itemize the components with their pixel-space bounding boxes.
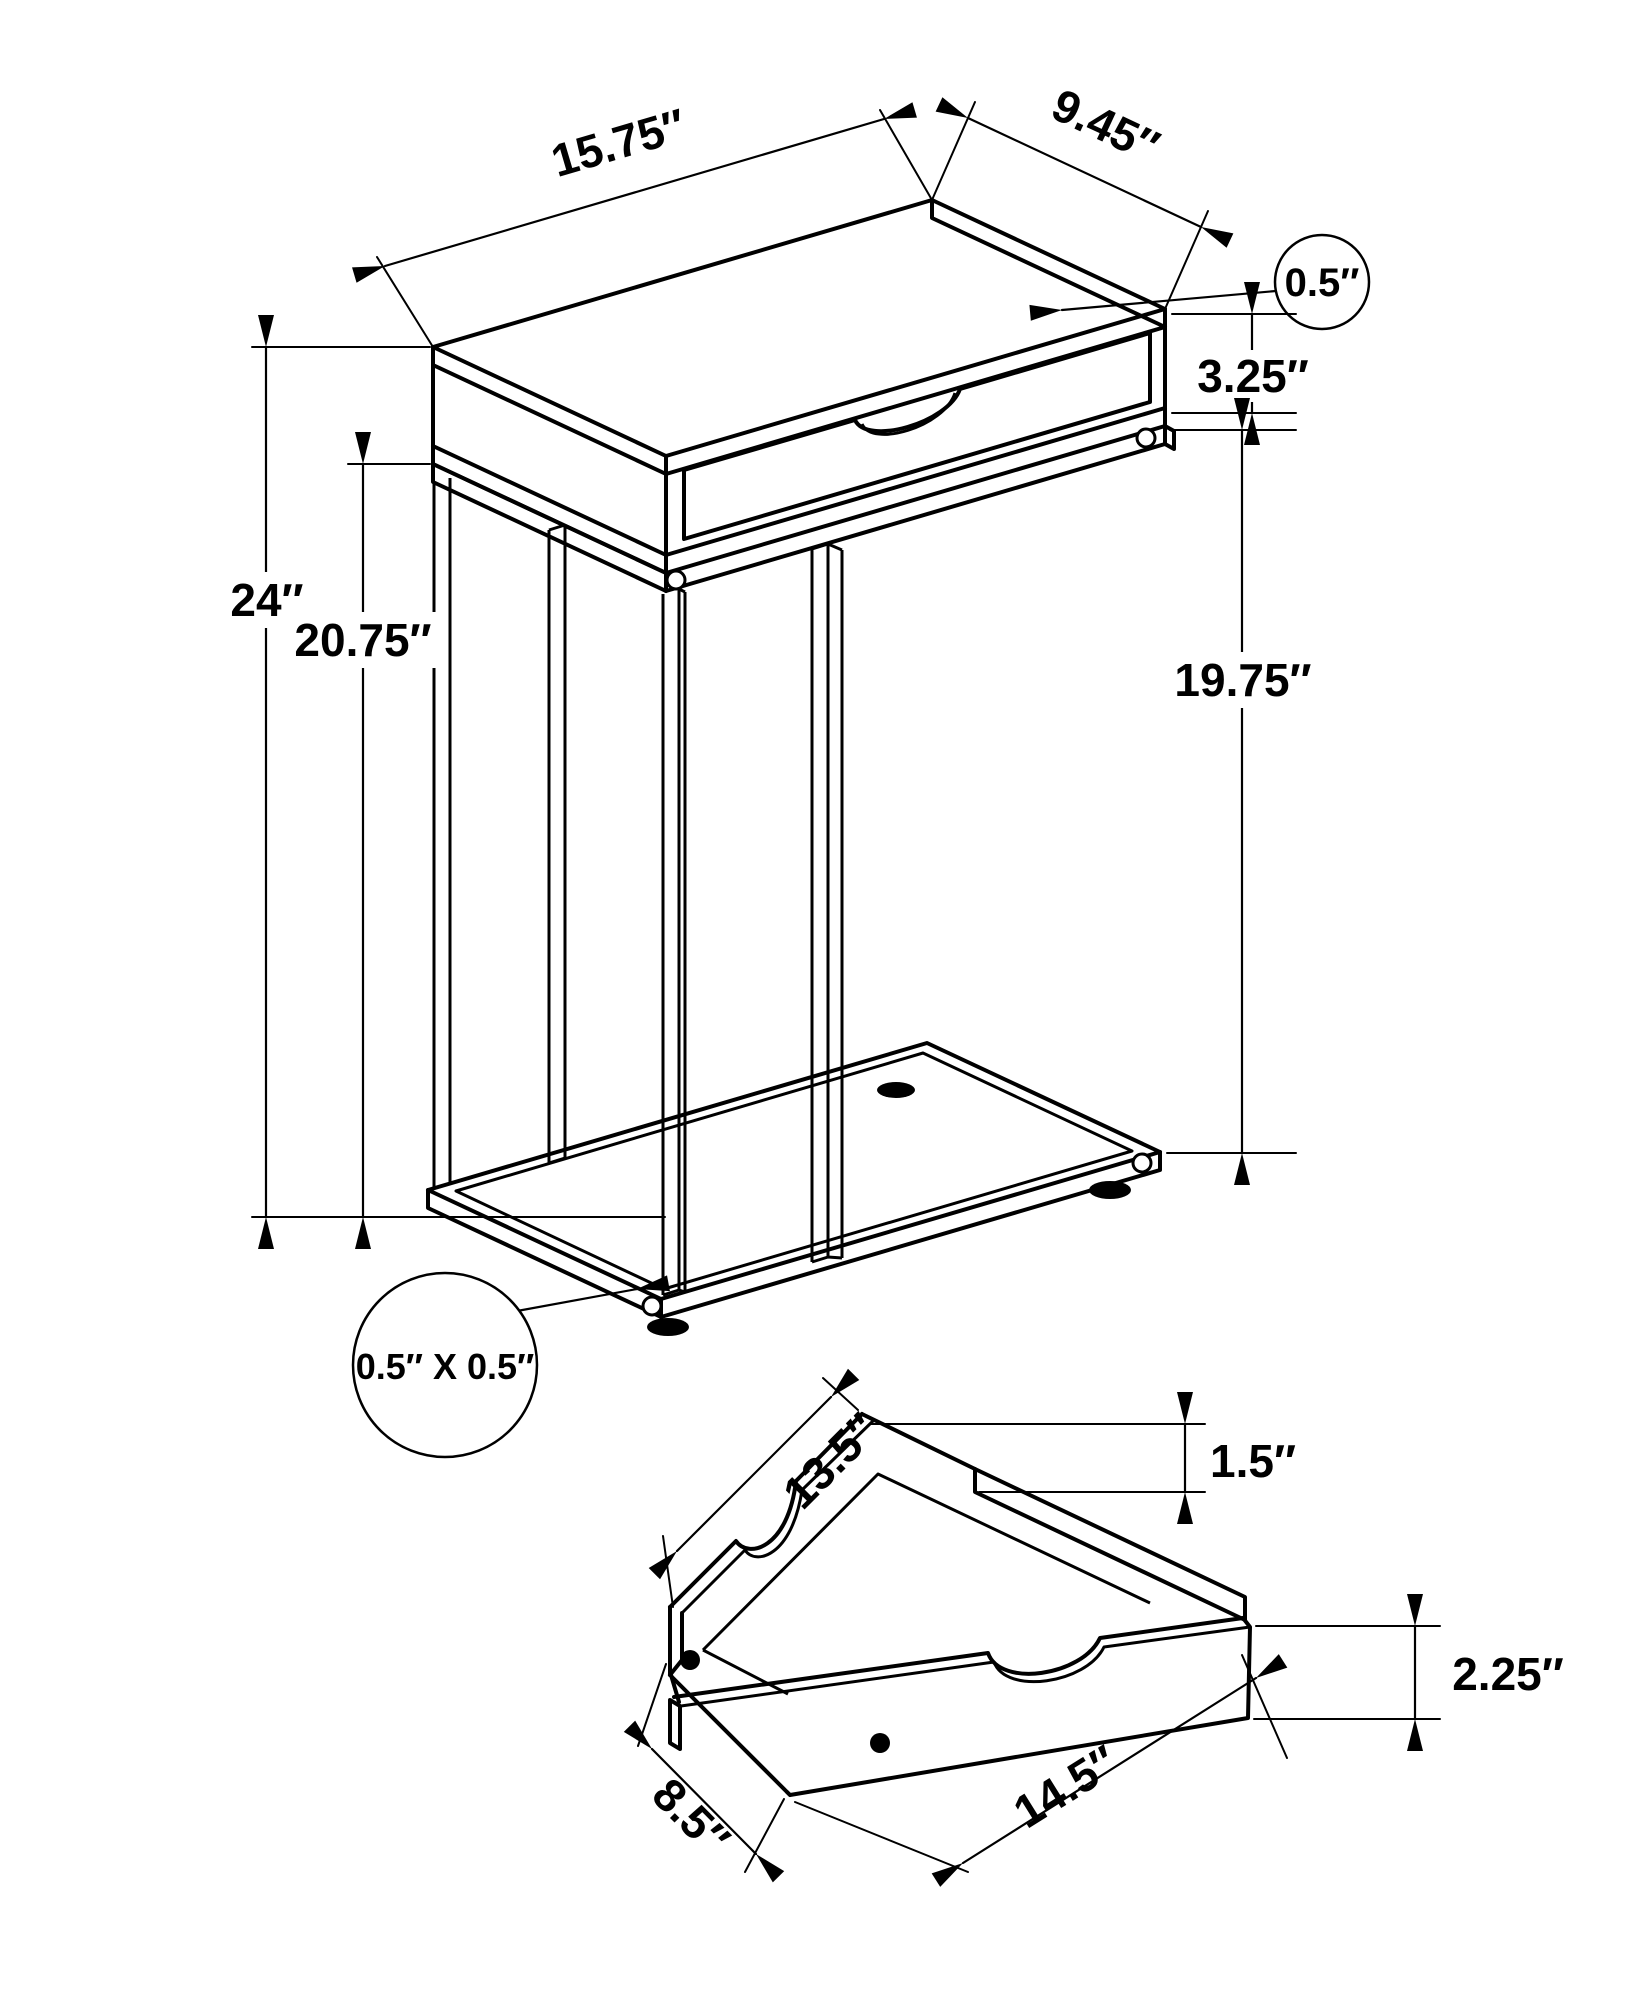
dim-open-side-height-label: 19.75″	[1174, 654, 1311, 706]
table-body	[431, 307, 1167, 575]
callout-top-thickness: 0.5″	[1029, 233, 1371, 331]
feet	[647, 1082, 1131, 1336]
drawer-front-panel	[682, 331, 1152, 541]
dim-front-height: 2.25″	[1253, 1594, 1564, 1751]
drawer-screw-hole	[680, 1650, 700, 1670]
dim-outer-width: 14.5″	[794, 1654, 1288, 1887]
dim-clearance-height-label: 20.75″	[294, 614, 431, 666]
drawer-screw-hole	[870, 1733, 890, 1753]
drawer-end-panel	[668, 1650, 890, 1797]
drawer-side-panel	[973, 1467, 1247, 1622]
drawer-front	[668, 1616, 1252, 1797]
frame-legs	[432, 478, 844, 1297]
dim-top-depth-label: 9.45″	[1044, 78, 1167, 172]
leg-mid-front	[810, 542, 844, 1264]
drawer-interior	[701, 1472, 1151, 1696]
callout-frame-tube-label: 0.5″ X 0.5″	[356, 1346, 535, 1387]
callout-top-thickness-label: 0.5″	[1285, 261, 1360, 305]
main-table-drawing: 15.75″ 9.45″ 0.5″ 3.25″ 19.75″	[218, 78, 1371, 1459]
dim-total-height: 24″	[218, 315, 666, 1249]
callout-frame-tube: 0.5″ X 0.5″	[351, 1271, 670, 1459]
base-bolt	[641, 1295, 663, 1317]
drawer-handle-scoop	[860, 392, 957, 436]
leg-left-front	[661, 587, 687, 1297]
callout-circle	[1273, 233, 1371, 331]
dim-front-height-label: 2.25″	[1452, 1648, 1564, 1700]
leg-left-back	[432, 478, 452, 1188]
dim-open-side-height: 19.75″	[1166, 398, 1314, 1185]
dim-top-depth: 9.45″	[931, 78, 1234, 310]
dim-inner-width: 13.5″	[648, 1368, 889, 1608]
callout-circle	[351, 1271, 539, 1459]
rail-bolt	[665, 569, 687, 591]
dim-back-height-label: 1.5″	[1210, 1435, 1296, 1487]
dim-drawer-depth-label: 8.5″	[643, 1768, 741, 1866]
base-frame	[426, 1041, 1162, 1319]
dim-apron-height: 3.25″	[1171, 282, 1309, 445]
dim-back-height: 1.5″	[869, 1392, 1296, 1524]
leg-mid-back	[547, 523, 567, 1165]
dim-clearance-height: 20.75″	[286, 432, 440, 1249]
rail-bolt	[1135, 427, 1157, 449]
table-top	[431, 198, 1167, 476]
metal-top-rails	[431, 424, 1176, 593]
dim-apron-height-label: 3.25″	[1197, 350, 1309, 402]
base-bolt	[1131, 1152, 1153, 1174]
dim-top-width-label: 15.75″	[545, 98, 691, 187]
drawer-drawing: 13.5″ 1.5″ 2.25″ 8.5″ 14.5″	[623, 1368, 1564, 1887]
